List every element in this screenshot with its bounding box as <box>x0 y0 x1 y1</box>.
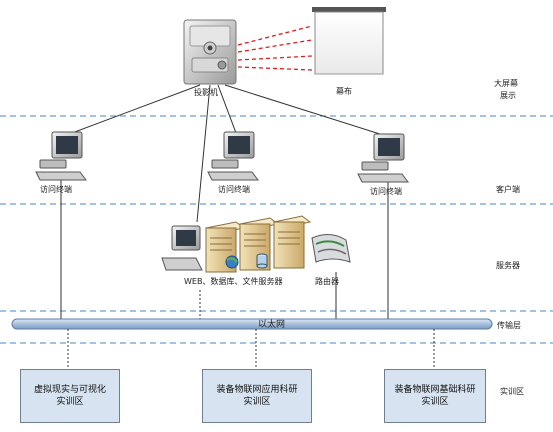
projection-screen-icon <box>312 7 386 75</box>
link-projector-terminal-right <box>224 84 384 136</box>
link-projector-servers <box>196 84 211 223</box>
training-area-iot-basic-line1: 装备物联网基础科研 <box>394 385 476 395</box>
ethernet-label: 以太网 <box>258 320 286 330</box>
projection-beams <box>237 25 313 71</box>
servers-icon <box>161 215 312 273</box>
bus-links <box>60 180 389 319</box>
layer-training-label: 实训区 <box>500 387 524 396</box>
layer-display-line2: 展示 <box>500 91 516 100</box>
router-icon <box>311 234 351 263</box>
terminal-mid-icon <box>207 131 259 181</box>
screen-label: 幕布 <box>336 87 352 96</box>
layer-service-label: 服务器 <box>496 261 520 270</box>
training-area-vr: 虚拟现实与可视化 实训区 <box>20 369 120 423</box>
link-projector-terminal-left <box>71 84 201 134</box>
ethernet-bus <box>11 318 493 330</box>
terminal-left-label: 访问终端 <box>40 185 72 194</box>
terminal-right-icon <box>357 133 409 183</box>
layer-dividers <box>0 115 553 344</box>
training-area-iot-basic: 装备物联网基础科研 实训区 <box>384 369 486 423</box>
training-area-iot-app-line1: 装备物联网应用科研 <box>216 385 298 395</box>
link-projector-terminal-mid <box>217 84 237 134</box>
training-area-iot-basic-line2: 实训区 <box>421 397 449 407</box>
layer-client-label: 客户端 <box>496 185 520 194</box>
training-area-iot-app-line2: 实训区 <box>243 397 271 407</box>
projector-links <box>71 84 384 223</box>
layer-transport-label: 传输层 <box>497 321 521 330</box>
router-label: 路由器 <box>315 277 339 286</box>
training-area-iot-app: 装备物联网应用科研 实训区 <box>202 369 312 423</box>
terminal-right-label: 访问终端 <box>370 187 402 196</box>
training-area-vr-line2: 实训区 <box>56 397 84 407</box>
layer-display-line1: 大屏幕 <box>494 79 518 88</box>
servers-label: WEB、数据库、文件服务器 <box>184 277 283 286</box>
terminal-left-icon <box>35 131 87 181</box>
training-area-vr-line1: 虚拟现实与可视化 <box>33 385 106 395</box>
projector-label: 投影机 <box>194 88 218 97</box>
projector-icon <box>183 19 237 85</box>
training-links <box>67 329 435 369</box>
terminal-mid-label: 访问终端 <box>218 185 250 194</box>
